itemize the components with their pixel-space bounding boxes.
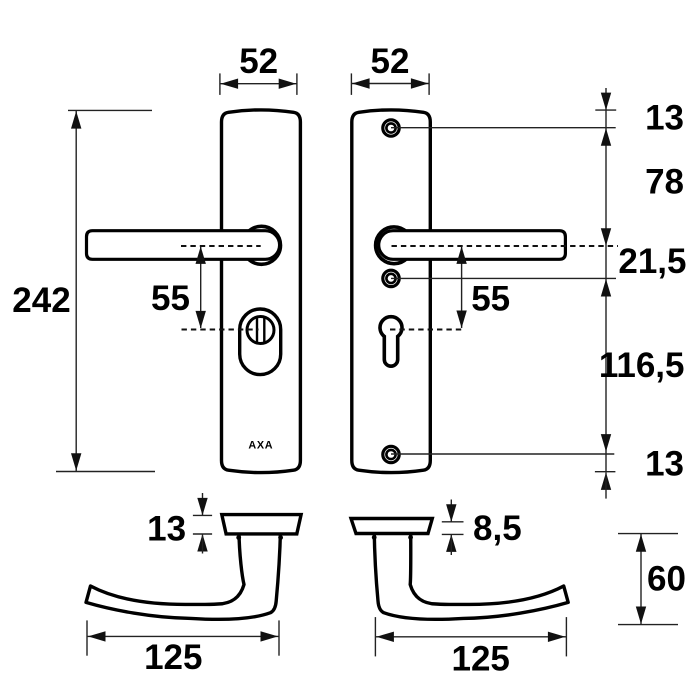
svg-text:55: 55	[471, 280, 510, 319]
svg-text:13: 13	[645, 445, 684, 484]
svg-text:242: 242	[12, 281, 70, 320]
svg-text:52: 52	[239, 42, 278, 81]
svg-text:AXA: AXA	[248, 439, 273, 451]
svg-text:78: 78	[645, 162, 684, 201]
svg-text:125: 125	[144, 638, 202, 677]
svg-text:13: 13	[147, 510, 186, 549]
svg-text:21,5: 21,5	[618, 242, 686, 281]
svg-text:8,5: 8,5	[473, 509, 522, 548]
svg-text:52: 52	[371, 42, 410, 81]
svg-text:13: 13	[645, 98, 684, 137]
svg-text:60: 60	[647, 560, 686, 599]
svg-text:125: 125	[451, 640, 509, 679]
svg-text:55: 55	[151, 279, 190, 318]
svg-text:116,5: 116,5	[599, 346, 685, 385]
